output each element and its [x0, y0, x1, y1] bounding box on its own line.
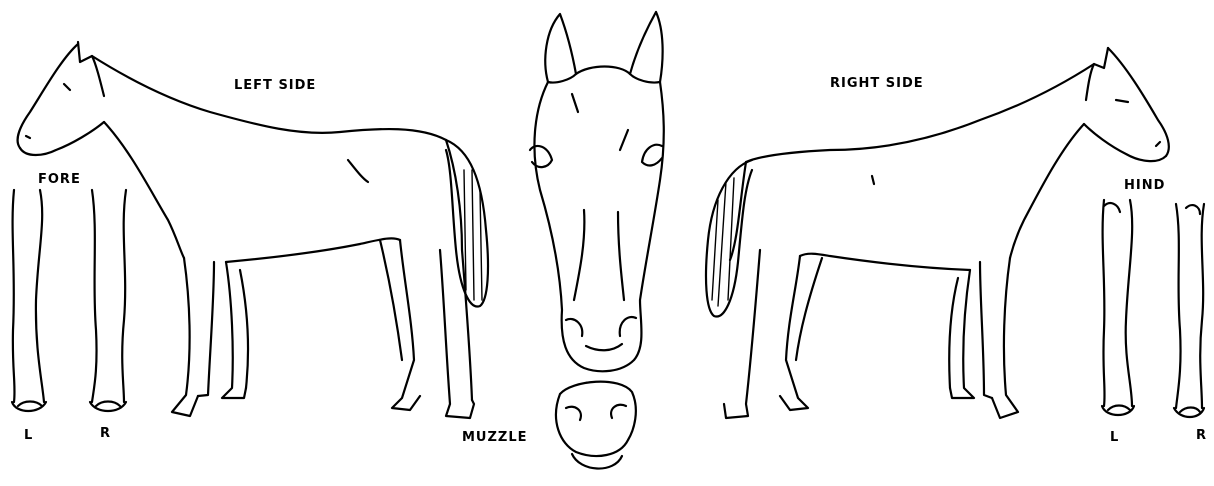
fore-label: FORE — [38, 172, 81, 187]
left-side-label: LEFT SIDE — [234, 78, 316, 93]
hind-label: HIND — [1124, 178, 1165, 193]
muzzle-view — [556, 382, 636, 469]
fore-right-leg — [90, 190, 126, 411]
horse-left-side — [18, 42, 488, 418]
head-front-view — [530, 12, 664, 371]
hind-right-label: R — [1196, 428, 1207, 443]
hind-left-label: L — [1110, 430, 1119, 445]
hind-left-leg — [1102, 200, 1134, 415]
fore-left-label: L — [24, 428, 33, 443]
right-side-label: RIGHT SIDE — [830, 76, 924, 91]
fore-right-label: R — [100, 426, 111, 441]
muzzle-label: MUZZLE — [462, 430, 528, 445]
hind-right-leg — [1174, 204, 1204, 417]
fore-left-leg — [12, 190, 46, 411]
horse-right-side — [706, 48, 1169, 418]
